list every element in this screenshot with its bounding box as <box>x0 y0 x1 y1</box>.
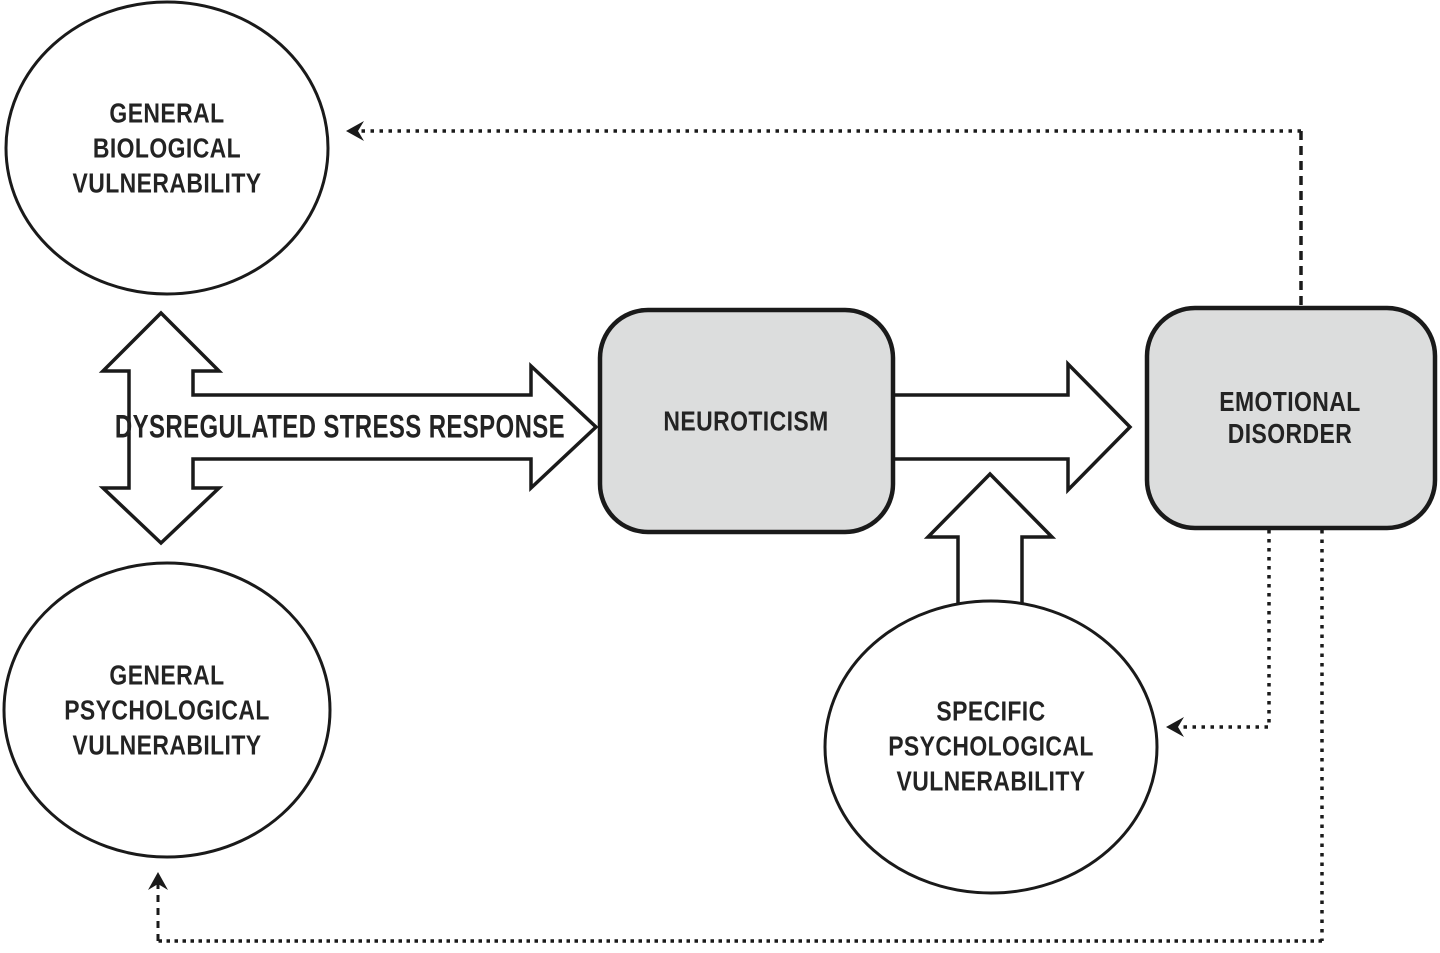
feedback-to-specific-path <box>1172 530 1271 729</box>
neuroticism-to-disorder-arrow <box>891 359 1133 495</box>
neuroticism-node <box>597 307 896 535</box>
label-line: BIOLOGICAL <box>92 132 242 164</box>
emotional-disorder-node <box>1144 305 1438 531</box>
label-line: VULNERABILITY <box>72 167 262 199</box>
label-line: VULNERABILITY <box>72 729 262 761</box>
label-line: SPECIFIC <box>936 695 1046 727</box>
label-line: PSYCHOLOGICAL <box>64 694 270 726</box>
general-psychological-vulnerability-node <box>2 561 332 859</box>
emotional-disorder-label: EMOTIONAL DISORDER <box>1219 386 1360 450</box>
specific-psychological-vulnerability-label: SPECIFIC PSYCHOLOGICAL VULNERABILITY <box>888 694 1094 799</box>
neuroticism-label: NEUROTICISM <box>663 404 828 439</box>
label-line: VULNERABILITY <box>896 765 1086 797</box>
label-line: EMOTIONAL <box>1219 386 1361 417</box>
feedback-to-biological-arrowhead <box>346 121 364 141</box>
general-biological-vulnerability-label: GENERAL BIOLOGICAL VULNERABILITY <box>72 96 261 201</box>
general-biological-vulnerability-node <box>4 0 330 296</box>
stress-response-block-arrow <box>98 310 599 546</box>
specific-psychological-vulnerability-node <box>823 599 1159 895</box>
dysregulated-stress-response-label: DYSREGULATED STRESS RESPONSE <box>114 408 566 445</box>
specific-vulnerability-up-arrow <box>923 471 1057 616</box>
label-line: DISORDER <box>1227 418 1353 449</box>
feedback-to-specific-arrowhead <box>1166 717 1184 737</box>
feedback-to-psychological-arrowhead <box>148 872 168 890</box>
label-line: GENERAL <box>109 659 225 691</box>
general-psychological-vulnerability-label: GENERAL PSYCHOLOGICAL VULNERABILITY <box>64 658 270 763</box>
label-line: PSYCHOLOGICAL <box>888 730 1094 762</box>
label-line: GENERAL <box>109 97 225 129</box>
label-line: NEUROTICISM <box>663 405 829 437</box>
